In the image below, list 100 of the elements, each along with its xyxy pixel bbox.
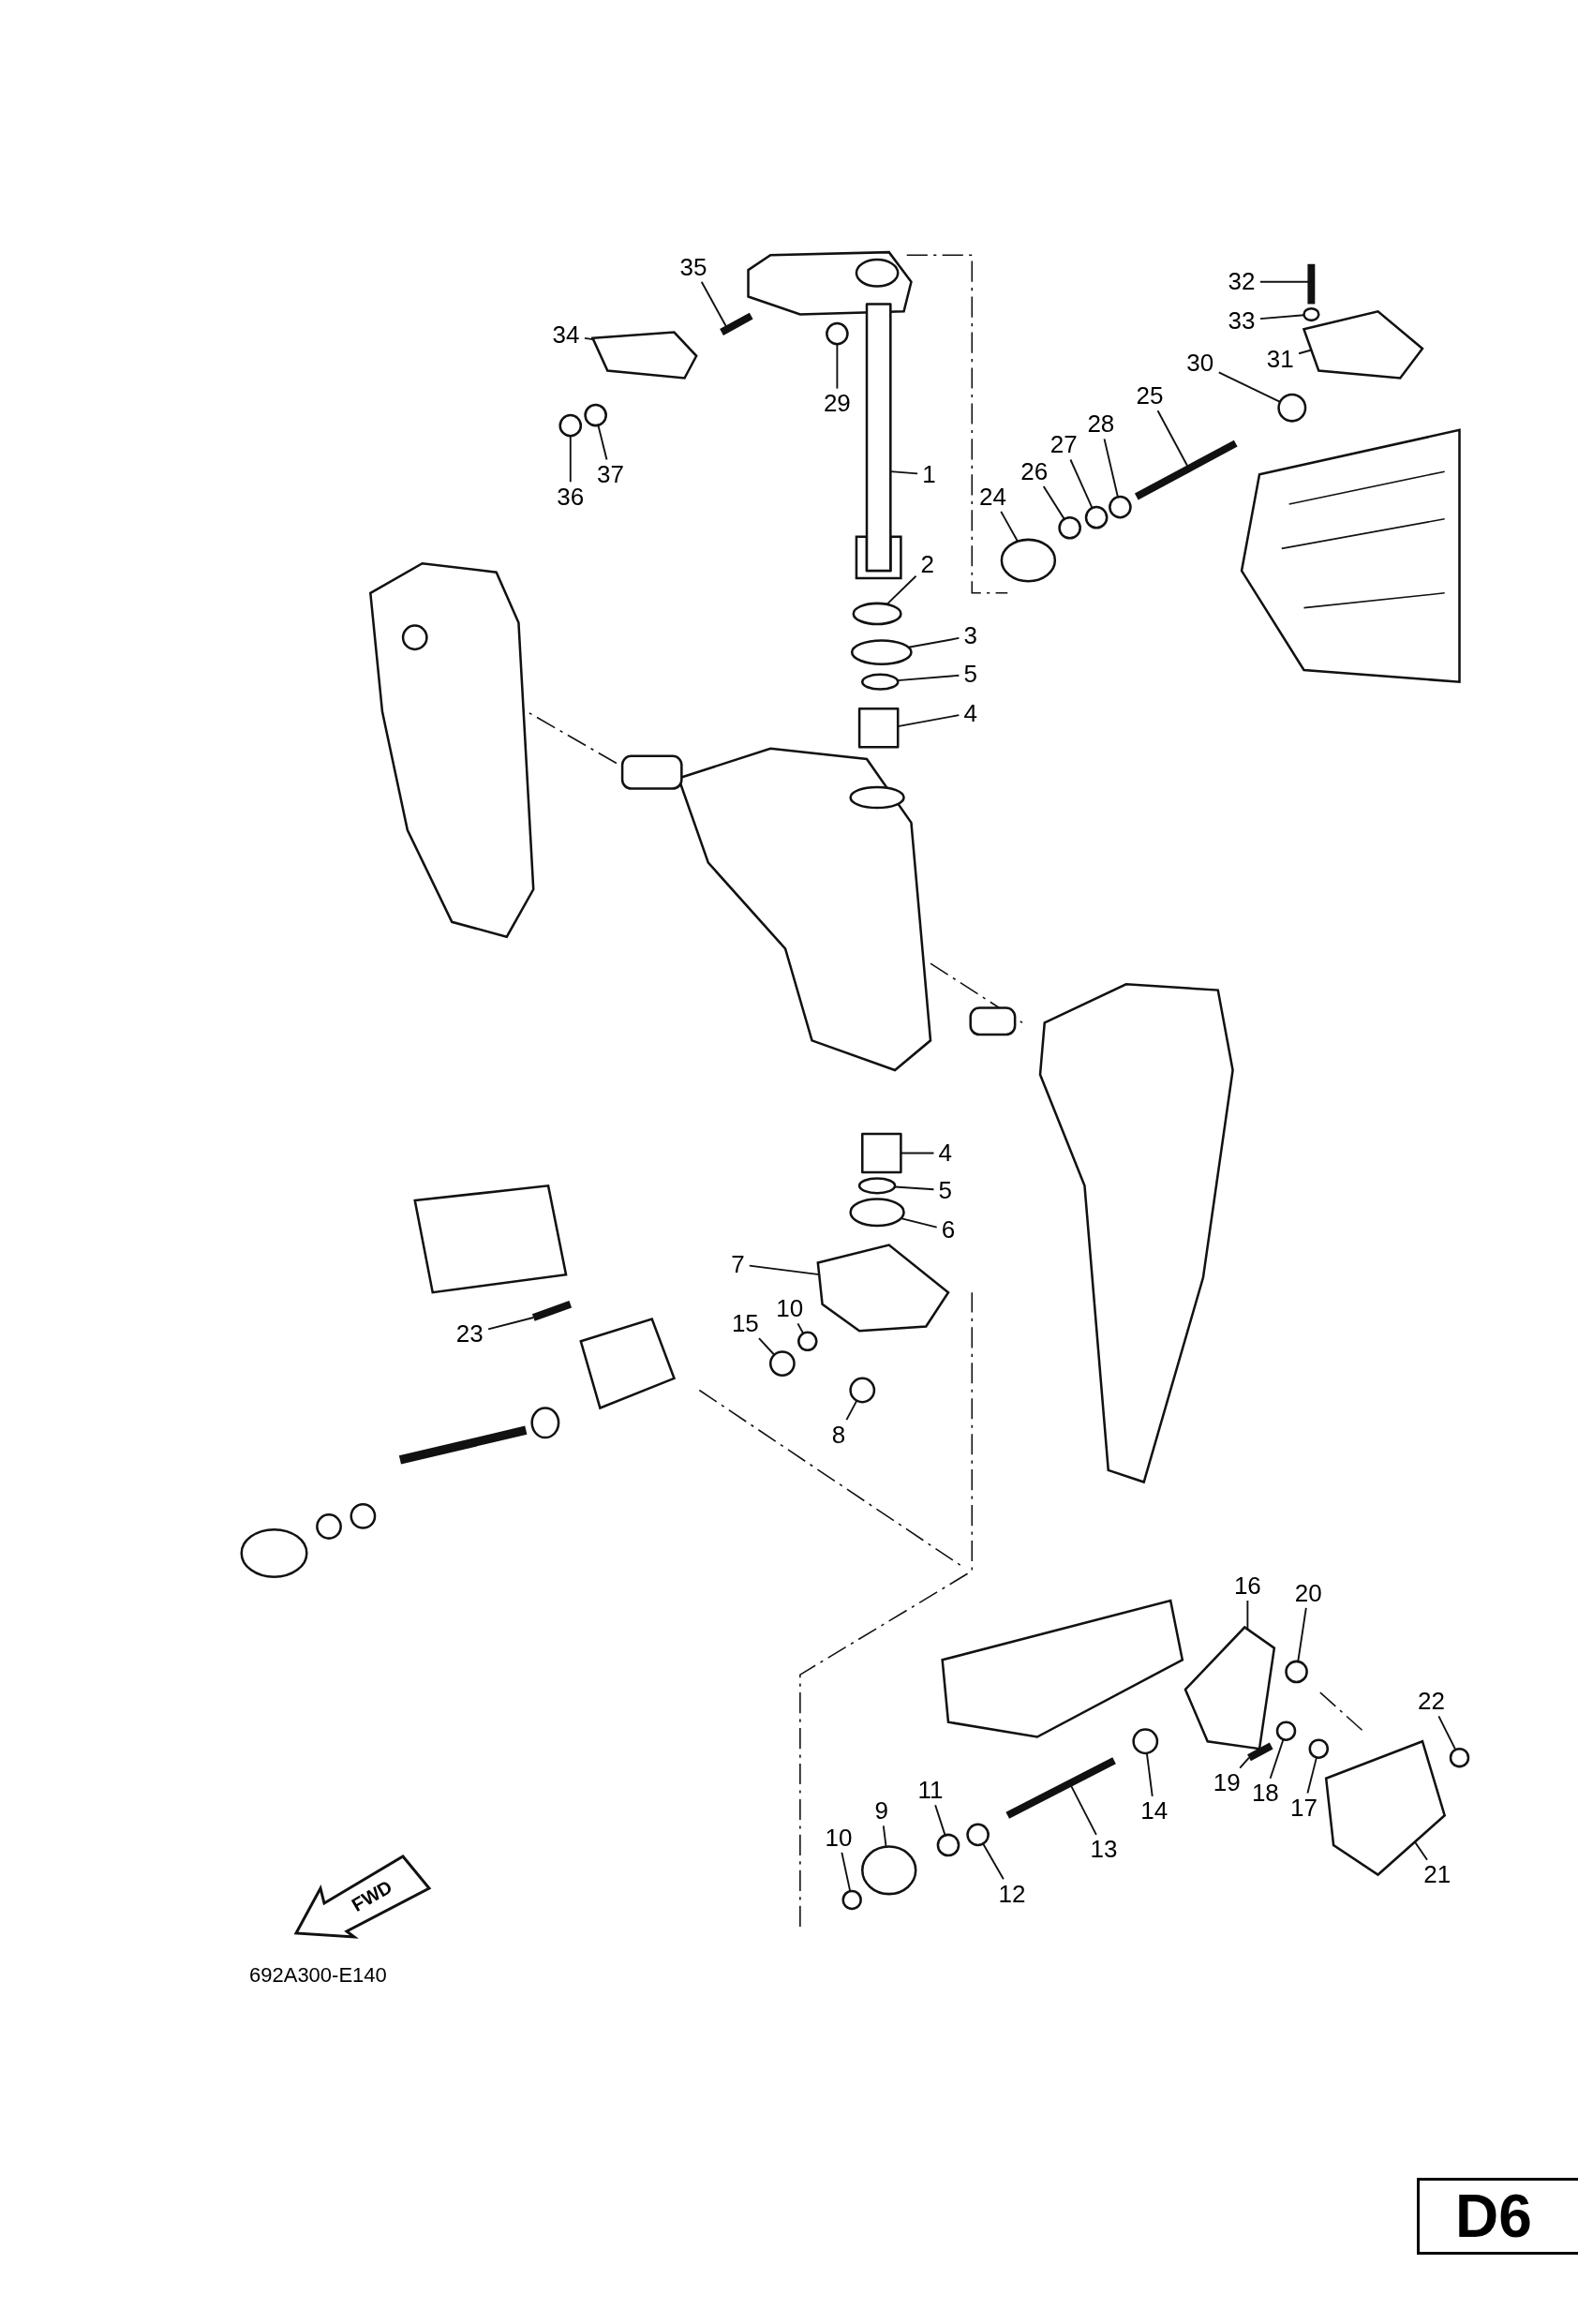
callout-number: 26 bbox=[1020, 458, 1049, 484]
washer bbox=[1084, 505, 1109, 529]
nut bbox=[826, 321, 849, 346]
callout-number: 2 bbox=[920, 552, 935, 577]
leader-line bbox=[886, 574, 917, 605]
screw bbox=[531, 1301, 573, 1321]
nut bbox=[1285, 1660, 1308, 1684]
leader-line bbox=[748, 1264, 821, 1276]
leader-line bbox=[934, 1804, 946, 1837]
callout-number: 3 bbox=[963, 623, 977, 648]
bolt bbox=[1449, 1747, 1470, 1768]
callout-number: 11 bbox=[917, 1778, 944, 1803]
callout-number: 9 bbox=[874, 1798, 889, 1824]
callout-number: 29 bbox=[823, 391, 851, 416]
leader-line bbox=[1042, 485, 1065, 520]
bushing bbox=[861, 1132, 902, 1174]
leader-line bbox=[597, 424, 608, 461]
leader-line bbox=[1239, 1756, 1250, 1769]
callout-number: 10 bbox=[776, 1296, 804, 1321]
through-bolt bbox=[1005, 1757, 1116, 1819]
leader-line bbox=[487, 1317, 535, 1331]
nut bbox=[558, 413, 583, 438]
leader-line bbox=[1069, 458, 1094, 510]
collar bbox=[1132, 1728, 1159, 1755]
callout-number: 5 bbox=[938, 1177, 953, 1202]
lower-mount bbox=[816, 1244, 950, 1333]
washer bbox=[1275, 1721, 1297, 1741]
nut bbox=[768, 1350, 796, 1377]
leader-line bbox=[893, 1185, 935, 1191]
leader-line bbox=[1259, 314, 1305, 320]
leader-line bbox=[889, 470, 919, 475]
leader-line bbox=[841, 1851, 852, 1893]
leader-line bbox=[1306, 1756, 1317, 1795]
washer bbox=[1303, 306, 1320, 322]
callout-number: 14 bbox=[1140, 1798, 1169, 1824]
leader-line bbox=[845, 1399, 858, 1422]
washer bbox=[797, 1331, 818, 1352]
callout-number: 34 bbox=[552, 322, 580, 348]
through-bolt bbox=[1134, 439, 1238, 500]
callout-number: 8 bbox=[831, 1422, 846, 1447]
lock-washer bbox=[849, 1377, 876, 1404]
page-code-box: D6 bbox=[1417, 2178, 1578, 2255]
leader-line bbox=[1103, 438, 1119, 499]
seal bbox=[850, 639, 913, 665]
leader-line bbox=[1269, 1738, 1285, 1780]
callout-number: 35 bbox=[679, 254, 707, 279]
callout-number: 19 bbox=[1213, 1770, 1241, 1795]
callout-number: 17 bbox=[1290, 1795, 1317, 1821]
callout-number: 30 bbox=[1186, 350, 1214, 376]
washer bbox=[852, 602, 902, 626]
leader-line bbox=[897, 714, 960, 728]
callout-number: 23 bbox=[455, 1321, 484, 1347]
callout-number: 1 bbox=[922, 462, 936, 486]
callout-number: 24 bbox=[978, 484, 1006, 509]
callout-number: 7 bbox=[731, 1251, 745, 1276]
callout-number: 5 bbox=[963, 662, 977, 687]
rubber-mount bbox=[1000, 538, 1057, 583]
seal bbox=[849, 1198, 905, 1228]
leader-line bbox=[836, 343, 839, 390]
leader-line bbox=[1246, 1600, 1249, 1631]
leader-line bbox=[1297, 1607, 1307, 1662]
leader-line bbox=[1145, 1751, 1154, 1797]
leader-line bbox=[584, 336, 596, 341]
screw bbox=[1247, 1742, 1273, 1762]
callout-number: 18 bbox=[1251, 1780, 1279, 1806]
leader-line bbox=[796, 1322, 805, 1334]
washer bbox=[936, 1833, 960, 1857]
washer bbox=[841, 1889, 862, 1911]
stud bbox=[720, 312, 753, 335]
o-ring bbox=[857, 1177, 897, 1195]
leader-line bbox=[882, 1825, 887, 1848]
washer bbox=[1058, 515, 1081, 540]
rubber-mount bbox=[861, 1845, 917, 1896]
leader-line bbox=[907, 636, 960, 648]
clamp-part bbox=[1302, 310, 1424, 380]
leader-line bbox=[1000, 510, 1019, 543]
callout-number: 37 bbox=[597, 462, 624, 486]
leader-line bbox=[1437, 1715, 1457, 1751]
leader-line bbox=[1414, 1840, 1428, 1861]
callout-number: 25 bbox=[1136, 383, 1164, 409]
callout-number: 12 bbox=[998, 1881, 1026, 1906]
callout-number: 20 bbox=[1294, 1580, 1322, 1605]
callout-number: 27 bbox=[1050, 432, 1078, 457]
leader-line bbox=[900, 1217, 938, 1229]
callout-number: 16 bbox=[1233, 1572, 1261, 1598]
callout-number: 33 bbox=[1228, 307, 1256, 333]
callout-number: 31 bbox=[1266, 346, 1294, 371]
callout-number: 6 bbox=[941, 1217, 956, 1243]
callout-number: 22 bbox=[1418, 1689, 1445, 1714]
callout-number: 21 bbox=[1423, 1862, 1451, 1887]
bushing bbox=[857, 707, 900, 749]
callout-number: 13 bbox=[1090, 1837, 1118, 1862]
washer bbox=[966, 1823, 990, 1847]
leader-line bbox=[569, 435, 572, 484]
callout-number: 4 bbox=[938, 1140, 953, 1166]
leader-line bbox=[982, 1842, 1005, 1881]
leader-line bbox=[1217, 371, 1281, 403]
leader-line bbox=[900, 1152, 935, 1155]
callout-number: 32 bbox=[1228, 269, 1256, 294]
leader-line bbox=[758, 1337, 776, 1356]
